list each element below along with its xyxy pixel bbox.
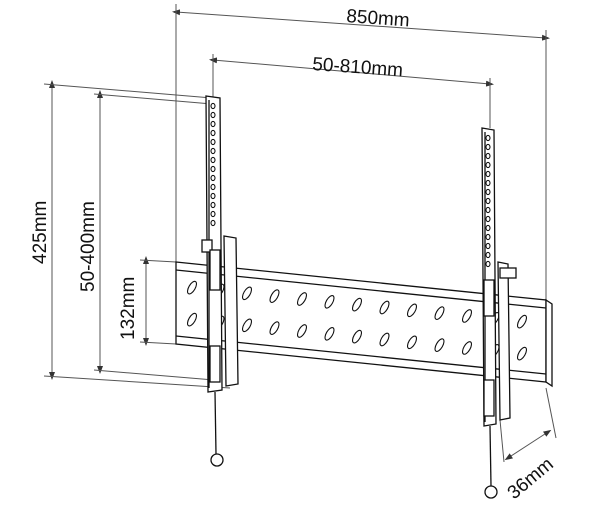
dimension-lines xyxy=(43,4,557,463)
arm-hole xyxy=(210,165,216,173)
arm-hole xyxy=(210,201,216,209)
arm-hole xyxy=(210,111,216,119)
left-arm-holes xyxy=(210,102,216,227)
plate-slot xyxy=(379,332,390,347)
plate-slot xyxy=(434,306,445,320)
arm-hole xyxy=(485,152,491,160)
plate-slot xyxy=(269,289,280,303)
arm-hole xyxy=(210,210,216,218)
dim-label-overall-height: 425mm xyxy=(30,201,51,264)
plate-slot xyxy=(516,314,528,329)
plate-slot xyxy=(324,294,335,309)
dim-label-plate-height: 132mm xyxy=(118,277,139,340)
plate-slot xyxy=(351,297,363,312)
plate-slot xyxy=(269,321,280,335)
arm-hole xyxy=(485,179,491,187)
arm-hole xyxy=(485,188,491,196)
arm-hole xyxy=(210,174,216,182)
plate-slot xyxy=(406,335,418,350)
arm-hole xyxy=(485,260,491,268)
arm-hole xyxy=(485,170,491,178)
arm-hole xyxy=(210,138,216,146)
arm-hole xyxy=(485,224,491,232)
plate-slot xyxy=(241,286,253,301)
plate-slot xyxy=(324,326,335,341)
arm-hole xyxy=(210,129,216,137)
arm-hole xyxy=(210,183,216,191)
arm-hole xyxy=(210,156,216,164)
arm-hole xyxy=(485,134,491,142)
arm-hole xyxy=(485,242,491,250)
plate-slot xyxy=(186,280,198,295)
arm-hole xyxy=(210,102,216,110)
arm-hole xyxy=(210,147,216,155)
plate-slot xyxy=(296,324,308,338)
right-arm-holes xyxy=(485,134,491,268)
plate-slot xyxy=(186,312,198,327)
arm-hole xyxy=(485,197,491,205)
plate-slot xyxy=(434,338,445,352)
plate-slot xyxy=(379,300,390,315)
arm-hole xyxy=(485,251,491,259)
arm-hole xyxy=(485,161,491,169)
left-mounting-arm xyxy=(201,95,239,467)
arm-hole xyxy=(485,143,491,151)
arm-hole xyxy=(485,206,491,214)
dim-label-depth: 36mm xyxy=(504,454,558,504)
arm-hole xyxy=(485,215,491,223)
plate-slot xyxy=(406,303,418,318)
plate-slot xyxy=(351,329,363,344)
arm-hole xyxy=(210,120,216,128)
right-mounting-arm xyxy=(481,127,517,499)
plate-slot xyxy=(461,309,473,323)
dim-label-vesa-horizontal: 50-810mm xyxy=(312,54,404,81)
dim-label-vesa-vertical: 50-400mm xyxy=(78,201,99,292)
plate-slot xyxy=(241,318,253,333)
arm-hole xyxy=(210,192,216,200)
plate-slot xyxy=(461,341,473,355)
plate-slot xyxy=(296,292,308,306)
arm-hole xyxy=(210,219,216,227)
plate-slot xyxy=(516,346,528,361)
dim-label-overall-width: 850mm xyxy=(346,6,411,31)
arm-hole xyxy=(485,233,491,241)
